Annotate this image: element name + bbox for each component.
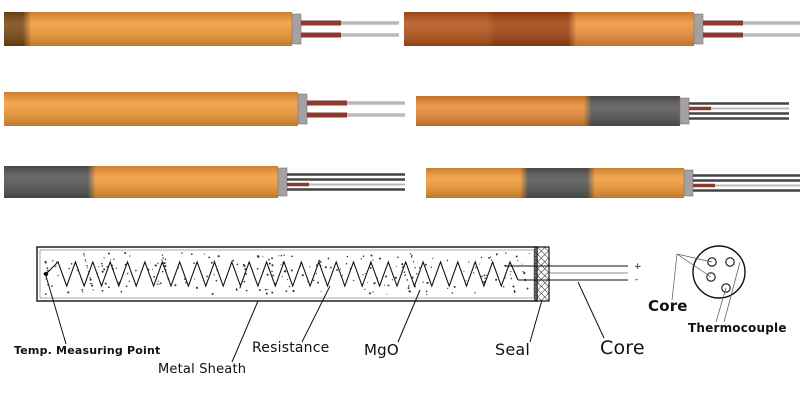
heater-2 bbox=[404, 12, 800, 46]
heater-end-cap bbox=[297, 93, 308, 125]
leader-seal bbox=[529, 299, 543, 343]
leader-metal-sheath bbox=[231, 300, 259, 363]
heater-5 bbox=[4, 166, 405, 198]
leader-resistance bbox=[301, 285, 331, 343]
heater-3 bbox=[4, 92, 405, 126]
heater-end-cap bbox=[291, 13, 302, 45]
heater-6 bbox=[426, 168, 800, 198]
heater-end-cap bbox=[683, 169, 694, 197]
label-core-small: Core bbox=[648, 297, 688, 315]
temp-measuring-point-dot bbox=[43, 271, 49, 277]
leader-core-small-b bbox=[676, 253, 712, 278]
resistance-coil bbox=[45, 260, 519, 288]
heater-photos bbox=[4, 12, 800, 198]
label-seal: Seal bbox=[495, 340, 531, 359]
heater-body-shading bbox=[416, 96, 680, 126]
heater-end-cap bbox=[679, 97, 690, 125]
conductor-2 bbox=[725, 257, 735, 267]
leader-thermocouple-a bbox=[715, 287, 727, 323]
label-mgo: MgO bbox=[364, 341, 399, 359]
sheath-inner-wall bbox=[39, 249, 535, 299]
label-thermocouple: Thermocouple bbox=[688, 321, 787, 335]
heater-body-shading bbox=[4, 92, 298, 126]
leader-temp-point bbox=[45, 275, 67, 345]
heater-body-shading bbox=[4, 12, 292, 46]
leader-mgo bbox=[397, 289, 421, 343]
label-temp-measuring-point: Temp. Measuring Point bbox=[14, 344, 161, 357]
terminal-plus: + bbox=[634, 262, 642, 272]
heater-end-cap bbox=[277, 167, 288, 197]
label-core: Core bbox=[600, 337, 645, 359]
heater-body-shading bbox=[4, 166, 278, 198]
heater-1 bbox=[4, 12, 399, 46]
heater-end-cap bbox=[693, 13, 704, 45]
heater-body-shading bbox=[404, 12, 694, 46]
label-resistance: Resistance bbox=[252, 340, 330, 356]
seal-crosshatch bbox=[535, 247, 549, 301]
leader-thermocouple-b bbox=[723, 261, 741, 323]
heater-4 bbox=[416, 96, 789, 126]
terminal-minus: - bbox=[635, 275, 639, 285]
leader-core bbox=[577, 281, 605, 339]
label-metal-sheath: Metal Sheath bbox=[158, 362, 247, 377]
heater-body-shading bbox=[426, 168, 684, 198]
